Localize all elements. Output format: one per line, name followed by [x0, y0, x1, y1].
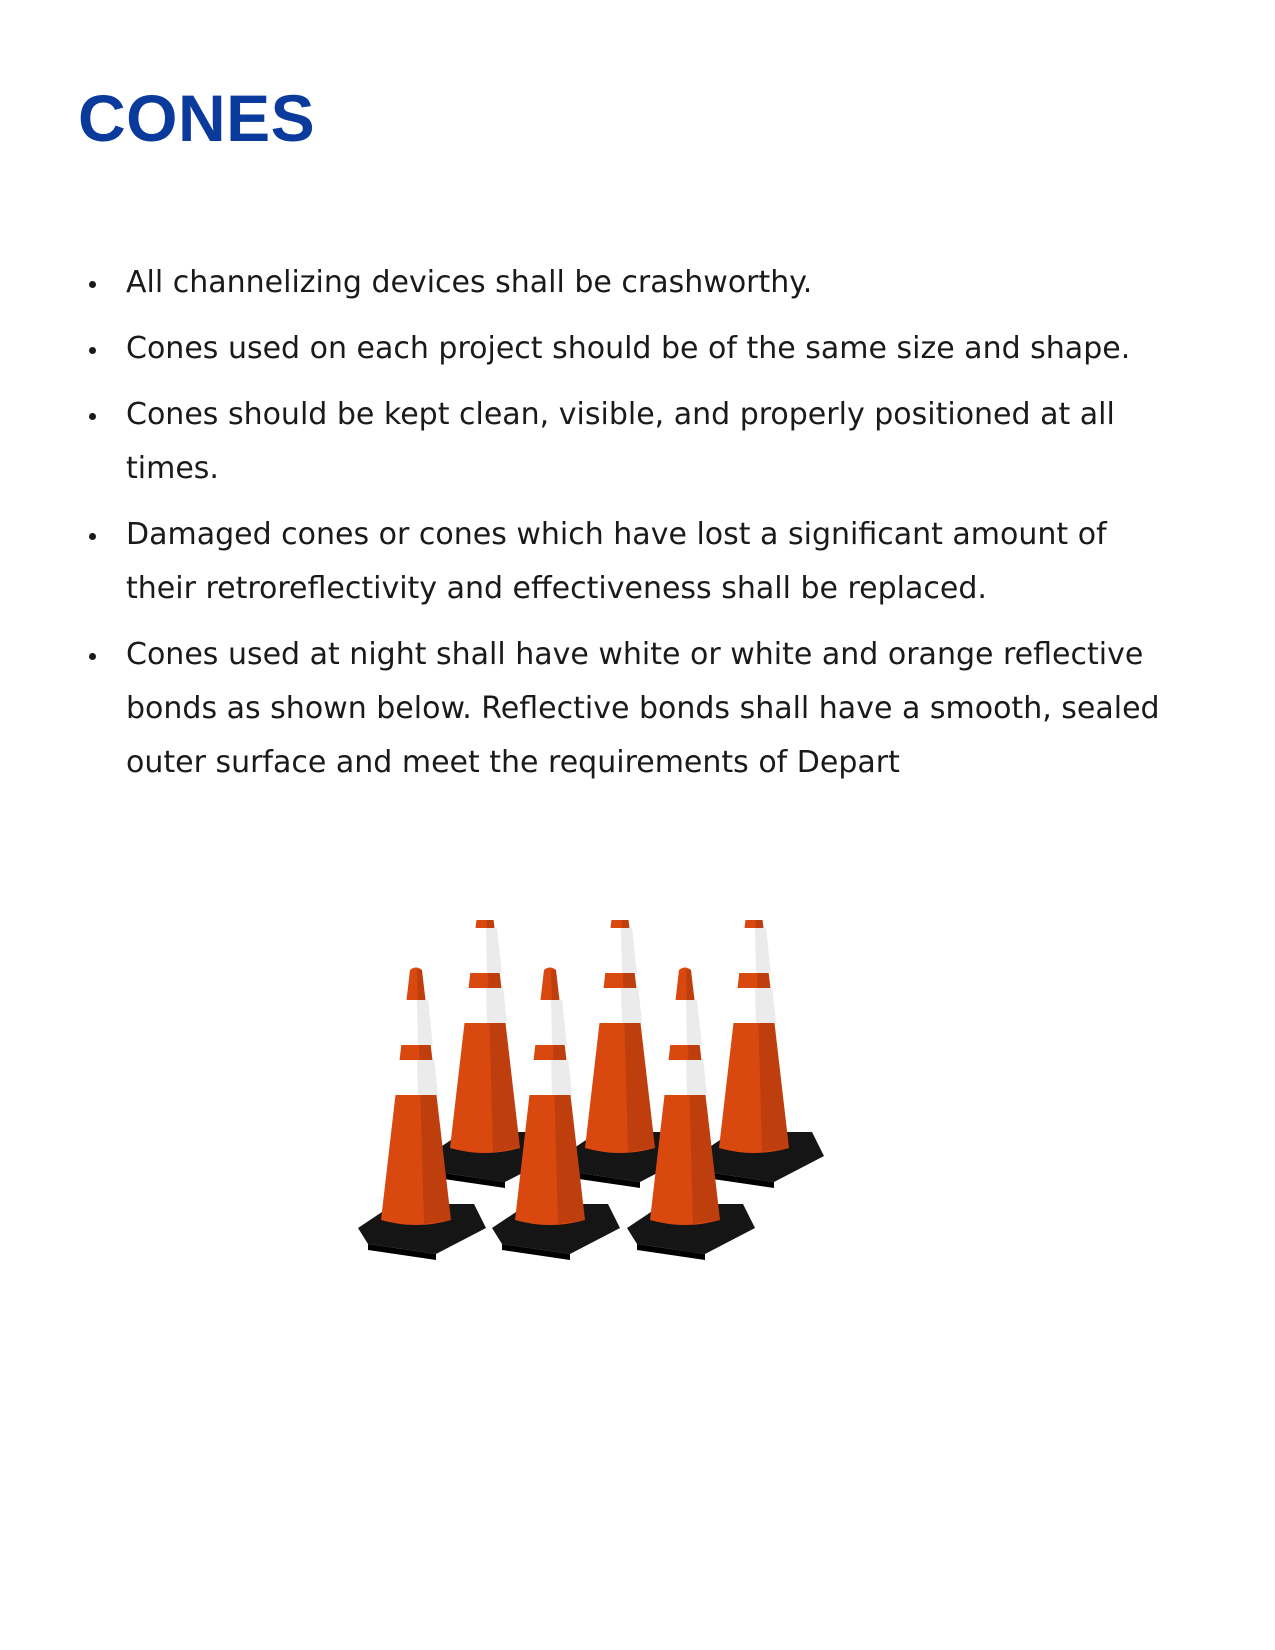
- traffic-cone: [427, 895, 555, 1188]
- traffic-cones-illustration: [358, 895, 824, 1260]
- bullet-icon: [89, 653, 96, 660]
- list-item: Cones used on each project should be of …: [0, 322, 1275, 376]
- traffic-cones-icon: [350, 895, 850, 1300]
- bullet-text: Cones should be kept clean, visible, and…: [126, 397, 1115, 486]
- list-item: Cones should be kept clean, visible, and…: [0, 388, 1275, 496]
- bullet-text: All channelizing devices shall be crashw…: [126, 265, 813, 300]
- bullet-icon: [89, 281, 96, 288]
- bullet-icon: [89, 347, 96, 354]
- page-title: CONES: [78, 81, 316, 155]
- traffic-cone: [492, 967, 620, 1260]
- traffic-cone: [696, 895, 824, 1188]
- list-item: All channelizing devices shall be crashw…: [0, 256, 1275, 310]
- bullet-icon: [89, 533, 96, 540]
- list-item: Damaged cones or cones which have lost a…: [0, 508, 1275, 616]
- traffic-cone: [358, 967, 486, 1260]
- bullet-icon: [89, 413, 96, 420]
- bullet-list: All channelizing devices shall be crashw…: [0, 256, 1275, 802]
- bullet-text: Cones used at night shall have white or …: [126, 637, 1160, 780]
- traffic-cone: [627, 967, 755, 1260]
- bullet-text: Damaged cones or cones which have lost a…: [126, 517, 1107, 606]
- bullet-text: Cones used on each project should be of …: [126, 331, 1131, 366]
- list-item: Cones used at night shall have white or …: [0, 628, 1275, 790]
